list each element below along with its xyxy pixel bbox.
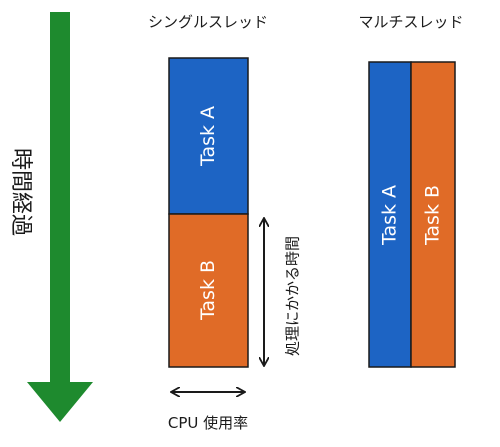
cpu-usage-label: CPU 使用率 bbox=[168, 414, 248, 432]
single-thread-title: シングルスレッド bbox=[148, 13, 268, 31]
multi-thread-title: マルチスレッド bbox=[358, 13, 463, 31]
time-axis-label: 時間経過 bbox=[8, 148, 33, 236]
single-task-a-block bbox=[168, 57, 249, 215]
time-arrow bbox=[27, 12, 93, 422]
single-task-a-label: Task A bbox=[197, 106, 219, 167]
multi-task-a-label: Task A bbox=[379, 185, 401, 246]
multi-task-b-label: Task B bbox=[422, 185, 444, 246]
multi-task-b-block bbox=[410, 61, 456, 368]
single-task-b-block bbox=[168, 213, 249, 368]
time-arrow-shaft bbox=[50, 12, 70, 384]
single-task-b-label: Task B bbox=[197, 260, 219, 321]
multi-task-a-block bbox=[368, 61, 412, 368]
processing-time-label: 処理にかかる時間 bbox=[284, 236, 302, 356]
time-arrow-head bbox=[27, 382, 93, 422]
